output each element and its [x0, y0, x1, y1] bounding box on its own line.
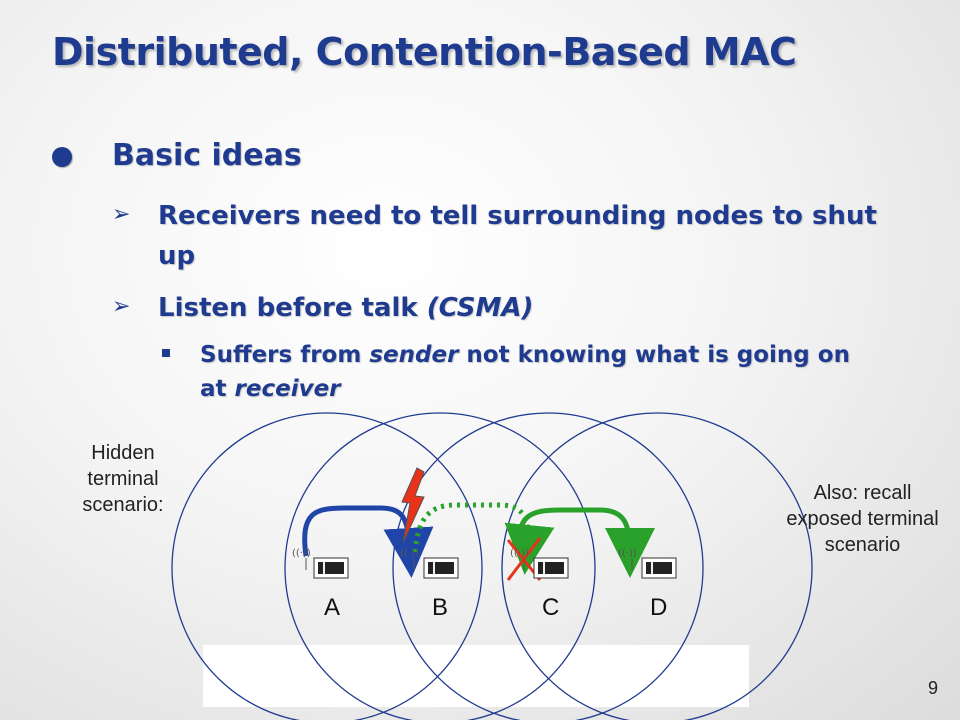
range-circle-d: [501, 412, 813, 720]
svg-text:((·)): ((·)): [618, 548, 637, 559]
arrow-b-to-c: [412, 502, 555, 575]
sub-bullet-listen: Listen before talk (CSMA): [158, 288, 533, 328]
node-label-d: D: [650, 594, 667, 621]
square-bullet-icon: [162, 349, 170, 357]
arrow-c-to-d: [516, 507, 655, 578]
collision-lightning-icon: [401, 467, 425, 544]
blank-box: [203, 645, 749, 707]
radio-node-c: ((·)): [510, 548, 569, 579]
exposed-terminal-label: Also: recall exposed terminal scenario: [786, 482, 939, 556]
range-circle-a: [171, 412, 483, 720]
range-circle-b: [284, 412, 596, 720]
bullet-dot: [52, 147, 72, 167]
suffers-text: Suffers from: [200, 342, 370, 368]
arrow-bullet-icon: ➢: [112, 202, 131, 227]
node-label-b: B: [432, 594, 448, 621]
radio-node-b: ((·)): [400, 548, 459, 579]
receiver-text: receiver: [234, 376, 341, 402]
bullet-basic-ideas: Basic ideas: [112, 138, 302, 173]
hidden-terminal-label: Hidden terminal scenario:: [82, 442, 164, 516]
radio-node-a: ((·)): [292, 548, 349, 579]
not-knowing-text: not knowing what is going on at: [200, 342, 850, 402]
listen-text: Listen before talk: [158, 293, 427, 323]
sender-text: sender: [369, 342, 459, 368]
svg-text:((·)): ((·)): [292, 548, 311, 559]
csma-text: (CSMA): [426, 293, 534, 323]
sub-sub-bullet-suffers: Suffers from sender not knowing what is …: [200, 338, 880, 406]
node-label-a: A: [324, 594, 340, 621]
arrow-bullet-icon: ➢: [112, 294, 131, 319]
slide-title: Distributed, Contention-Based MAC: [52, 30, 797, 74]
radio-node-d: ((·)): [618, 548, 677, 579]
sub-bullet-receivers: Receivers need to tell surrounding nodes…: [158, 201, 877, 271]
node-label-c: C: [542, 594, 559, 621]
page-number: 9: [927, 678, 938, 698]
svg-text:((·)): ((·)): [510, 548, 529, 559]
svg-text:((·)): ((·)): [400, 548, 419, 559]
